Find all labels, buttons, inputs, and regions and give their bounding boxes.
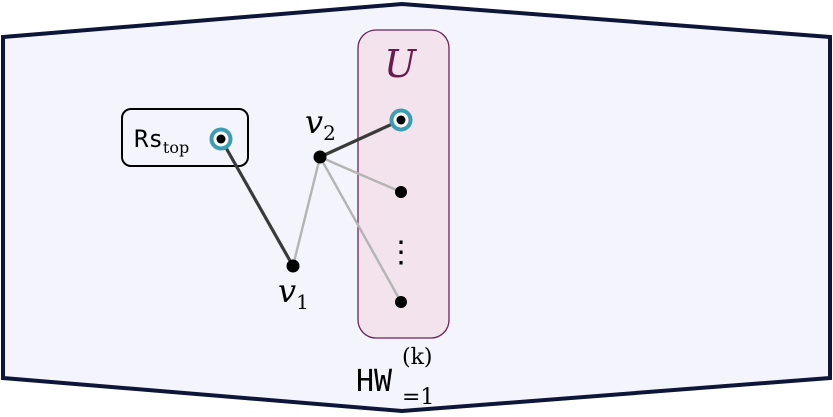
v2-label: v2: [305, 103, 336, 145]
node-v2: [313, 150, 327, 164]
node-rs-top: [209, 127, 233, 151]
hw-main: HW: [356, 364, 393, 399]
node-u2: [395, 186, 407, 198]
node-dot: [396, 115, 406, 125]
hw-sub: =1: [402, 385, 434, 410]
edge-v1-v2: [291, 156, 322, 267]
edge-rs-top-v1: [219, 138, 295, 267]
v1-label: v1: [278, 272, 309, 314]
rs-top-box: [121, 108, 249, 167]
edges: [219, 118, 403, 303]
region-u-label: U: [384, 42, 418, 86]
hw-label: HW =1 (k): [356, 345, 434, 410]
hw-sup: (k): [402, 345, 433, 370]
node-u3: [395, 296, 407, 308]
node-u1: [389, 108, 413, 132]
edge-v2-u3: [318, 156, 403, 303]
region-u: [357, 29, 450, 339]
node-v1: [286, 259, 300, 273]
node-dot: [216, 134, 226, 144]
edge-v2-u2: [319, 155, 402, 194]
edge-v2-u1: [319, 118, 402, 159]
vertical-dots: ⋮: [386, 235, 416, 270]
rs-top-label: Rstop: [134, 125, 189, 157]
